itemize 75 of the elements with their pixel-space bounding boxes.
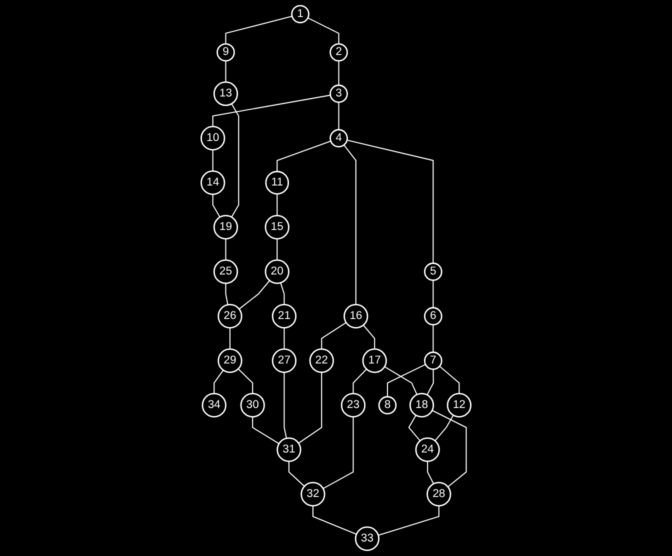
- node-circle: 11: [265, 170, 290, 195]
- connector: [308, 17, 340, 44]
- connector: [312, 506, 357, 535]
- node-circle: 29: [218, 348, 242, 374]
- connector: [276, 238, 278, 260]
- node-circle: 7: [424, 352, 442, 370]
- node-circle: 12: [446, 392, 472, 418]
- connector: [231, 104, 240, 218]
- connector: [378, 506, 440, 536]
- node-circle: 8: [378, 396, 397, 414]
- connector: [212, 94, 330, 127]
- connector: [427, 461, 434, 484]
- node-circle: 22: [309, 348, 334, 374]
- connector: [284, 328, 285, 350]
- node-circle: 18: [409, 392, 434, 418]
- connector: [238, 368, 254, 394]
- node-circle: 10: [200, 126, 226, 151]
- node-circle: 3: [330, 84, 348, 103]
- node-circle: 24: [415, 437, 440, 462]
- node-circle: 16: [344, 304, 368, 329]
- connector: [229, 328, 230, 350]
- node-circle: 13: [213, 81, 238, 106]
- node-circle: 23: [340, 392, 366, 418]
- connector: [225, 238, 226, 260]
- connector: [238, 280, 270, 310]
- node-circle: 5: [424, 262, 442, 281]
- connector: [225, 60, 226, 82]
- node-circle: 30: [240, 392, 265, 418]
- connector: [214, 370, 224, 394]
- node-circle: 33: [354, 526, 380, 552]
- connector: [344, 144, 356, 305]
- node-circle: 27: [272, 348, 297, 374]
- node-circle: 32: [300, 482, 326, 507]
- node-circle: 26: [218, 304, 242, 329]
- node-circle: 14: [200, 170, 226, 196]
- connector: [432, 410, 467, 488]
- node-circle: 6: [424, 307, 442, 326]
- connector: [432, 280, 434, 308]
- connector: [284, 372, 288, 438]
- node-circle: 25: [213, 259, 238, 284]
- node-circle: 2: [330, 43, 348, 62]
- node-circle: 20: [264, 259, 290, 284]
- connector: [225, 283, 228, 305]
- connector: [276, 194, 278, 216]
- connector: [280, 282, 285, 305]
- connector: [288, 461, 305, 487]
- connector: [322, 416, 354, 490]
- connector: [252, 416, 280, 444]
- connector: [321, 322, 346, 350]
- connector: [276, 140, 331, 172]
- node-circle: 34: [202, 392, 226, 418]
- node-circle: 9: [216, 43, 235, 62]
- connector: [426, 369, 434, 396]
- node-circle: 15: [264, 214, 290, 240]
- node-circle: 28: [426, 482, 452, 507]
- connector: [362, 324, 376, 350]
- connector: [432, 324, 434, 352]
- connector: [212, 194, 220, 218]
- connector: [439, 366, 460, 394]
- connector: [212, 150, 214, 172]
- connector: [386, 364, 426, 397]
- connector: [225, 16, 292, 44]
- connector: [338, 60, 340, 86]
- node-circle: 19: [213, 214, 238, 240]
- node-circle: 4: [330, 129, 348, 148]
- connector: [352, 368, 367, 394]
- connector: [338, 102, 340, 130]
- connector: [298, 372, 322, 444]
- node-circle: 21: [272, 304, 297, 329]
- connector: [384, 366, 418, 395]
- node-circle: 17: [362, 348, 387, 374]
- connector: [434, 415, 454, 442]
- node-circle: 1: [291, 5, 310, 24]
- node-circle: 31: [276, 437, 302, 462]
- connector: [346, 140, 434, 264]
